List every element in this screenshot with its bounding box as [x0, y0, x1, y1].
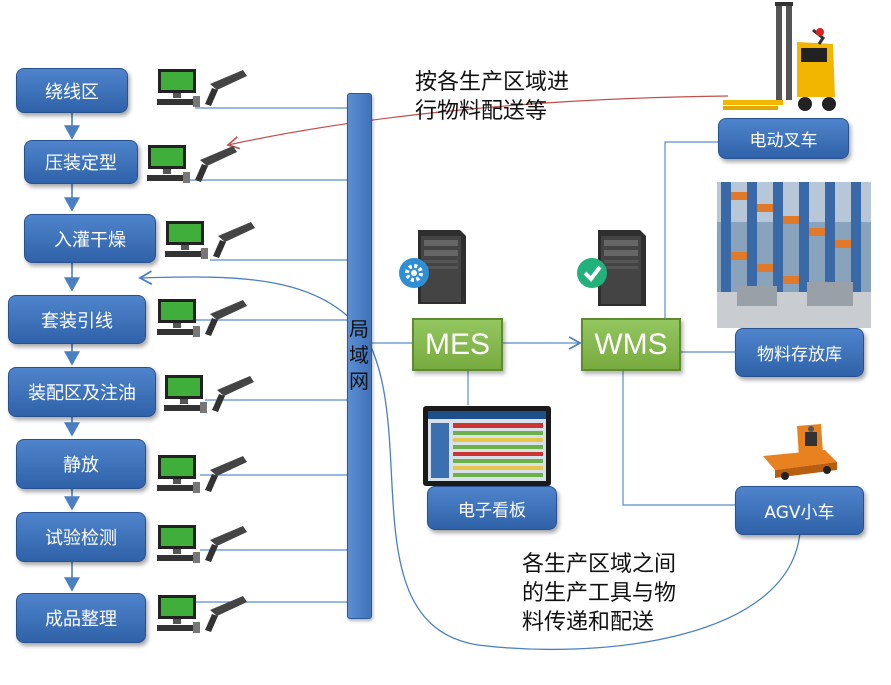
forklift-note-line: 行物料配送等: [415, 99, 548, 124]
system-links: [370, 141, 735, 506]
process-step-assembly-oiling: 装配区及注油: [8, 367, 156, 417]
electronic-board-box: 电子看板: [427, 486, 557, 530]
process-step-rest: 静放: [16, 439, 146, 489]
process-step-label: 绕线区: [45, 81, 99, 103]
forklift-label: 电动叉车: [749, 131, 818, 151]
agv-cart-image: [763, 424, 837, 480]
forklift-delivery-arrow: [226, 95, 729, 150]
material-warehouse-image: [717, 182, 871, 328]
wms-server-tower-icon: [577, 230, 646, 306]
process-step-label: 静放: [63, 455, 99, 476]
process-step-winding: 绕线区: [16, 68, 128, 113]
process-step-label: 装配区及注油: [28, 383, 136, 404]
workstation-pc-with-barcode-scanner-icon: [157, 455, 247, 493]
agv-note-line: 各生产区域之间: [522, 552, 677, 577]
agv-note-line: 的生产工具与物: [522, 581, 677, 606]
agv-transfer-loop: [138, 270, 801, 651]
forklift-box: 电动叉车: [718, 118, 849, 159]
process-step-label: 套装引线: [41, 310, 113, 332]
workstation-pc-with-barcode-scanner-icon: [164, 375, 254, 413]
workstation-pc-with-barcode-scanner-icon: [157, 299, 247, 337]
agv-label: AGV小车: [764, 503, 835, 523]
workstation-pc-with-barcode-scanner-icon: [147, 145, 237, 183]
workstation-pc-with-barcode-scanner-icon: [157, 69, 247, 107]
agv-box: AGV小车: [735, 486, 864, 535]
board-label: 电子看板: [458, 500, 526, 521]
wms-system-box: WMS: [581, 318, 681, 371]
mes-server-tower-icon: [399, 230, 466, 304]
forklift-note-line: 按各生产区域进: [415, 70, 570, 95]
workstation-lan-lines: [190, 107, 347, 603]
storage-box: 物料存放库: [735, 328, 864, 377]
electronic-board-image: [423, 406, 551, 486]
process-step-label: 成品整理: [45, 609, 117, 630]
process-step-label: 试验检测: [45, 528, 117, 549]
workstation-pc-with-barcode-scanner-icon: [165, 221, 255, 259]
process-step-testing: 试验检测: [16, 512, 146, 562]
process-step-label: 入灌干燥: [54, 229, 126, 251]
process-step-tank-drying: 入灌干燥: [24, 214, 156, 263]
workstation-pc-with-barcode-scanner-icon: [157, 525, 247, 563]
storage-label: 物料存放库: [757, 345, 842, 365]
agv-note: 各生产区域之间 的生产工具与物 料传递和配送: [522, 550, 676, 637]
process-step-press-shaping: 压装定型: [24, 140, 138, 184]
forklift-note: 按各生产区域进 行物料配送等: [415, 68, 569, 126]
agv-note-line: 料传递和配送: [522, 610, 655, 635]
process-step-lead-assembly: 套装引线: [8, 295, 146, 344]
process-step-label: 压装定型: [45, 153, 117, 174]
lan-label: 局域网: [349, 317, 369, 393]
mes-system-box: MES: [412, 318, 503, 371]
electric-forklift-image: [723, 2, 836, 111]
mes-label: MES: [424, 327, 490, 361]
wms-label: WMS: [594, 327, 668, 361]
workstation-pc-with-barcode-scanner-icon: [157, 595, 247, 633]
lan-bus: [347, 93, 372, 619]
process-step-finished-goods: 成品整理: [16, 593, 146, 643]
